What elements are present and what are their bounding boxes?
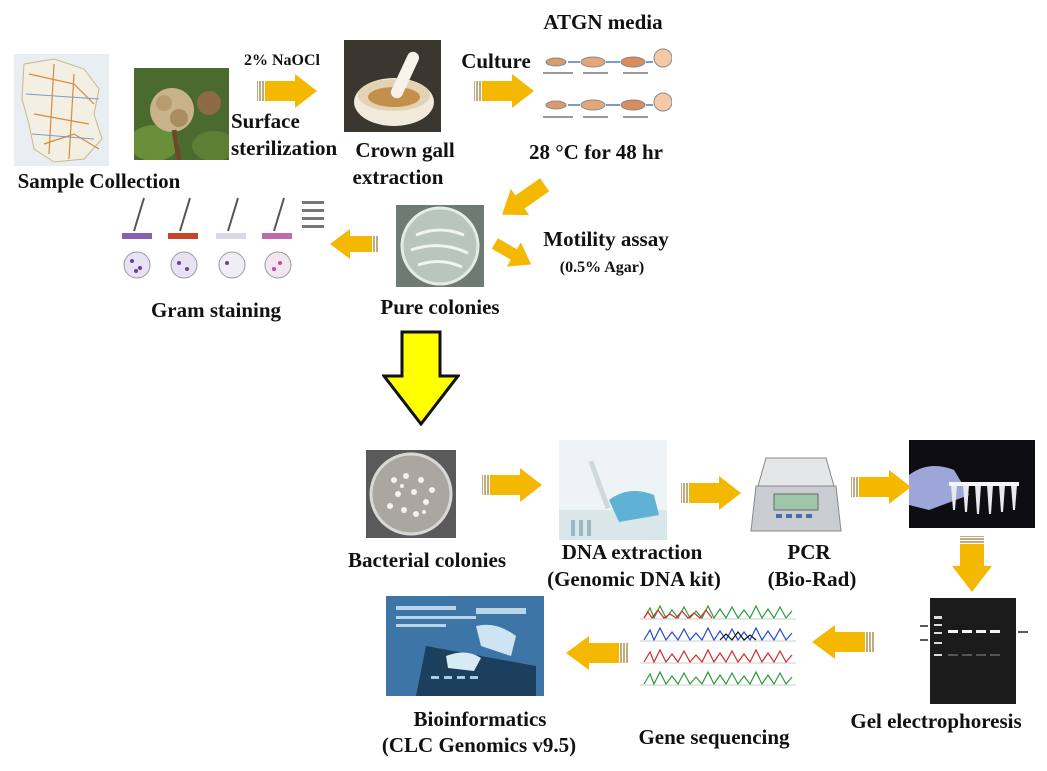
label-bio-rad: (Bio-Rad)	[767, 567, 857, 591]
label-gram-staining: Gram staining	[150, 298, 282, 322]
label-motility-assay: Motility assay	[543, 227, 669, 251]
sample-map-image	[14, 54, 109, 166]
gel-electrophoresis-image	[918, 596, 1030, 706]
gene-sequencing-image	[640, 602, 796, 692]
arrow-sterilization	[257, 74, 317, 108]
bacterial-colonies-image	[366, 450, 456, 538]
arrow-bacterial-to-dna	[482, 468, 542, 502]
label-pcr: PCR	[787, 540, 831, 564]
label-agar: (0.5% Agar)	[559, 259, 645, 276]
label-clc-genomics: (CLC Genomics v9.5)	[381, 733, 577, 757]
mortar-pestle-image	[344, 40, 441, 132]
arrow-dna-to-pcr	[681, 476, 741, 510]
arrow-tubes-to-gel	[952, 536, 992, 592]
label-sample-collection: Sample Collection	[17, 169, 181, 193]
arrow-gram-staining	[330, 229, 378, 259]
label-genomic-kit: (Genomic DNA kit)	[547, 567, 721, 591]
arrow-pcr-to-tubes	[851, 470, 911, 504]
label-dna-extraction: DNA extraction	[561, 540, 703, 564]
label-gel-electrophoresis: Gel electrophoresis	[850, 709, 1022, 733]
arrow-motility	[491, 238, 532, 267]
label-gene-sequencing: Gene sequencing	[638, 725, 790, 749]
arrow-gel-to-sequencing	[812, 625, 874, 659]
arrow-culture	[474, 74, 534, 108]
label-extraction: extraction	[352, 165, 444, 189]
label-bacterial-colonies: Bacterial colonies	[347, 548, 507, 572]
arrow-sequencing-to-bioinf	[566, 636, 628, 670]
label-crown-gall: Crown gall	[355, 138, 455, 162]
crown-gall-plant-image	[134, 68, 229, 160]
label-sterilization: sterilization	[231, 136, 338, 160]
pcr-tubes-image	[909, 440, 1035, 528]
bioinformatics-image	[386, 596, 544, 696]
pcr-machine-image	[746, 446, 846, 538]
big-down-arrow	[382, 330, 460, 426]
label-atgn-media: ATGN media	[543, 10, 663, 34]
dna-extraction-image	[559, 440, 667, 540]
pure-colonies-image	[396, 205, 484, 287]
label-naocl: 2% NaOCl	[244, 52, 320, 69]
label-bioinformatics: Bioinformatics	[413, 707, 547, 731]
arrow-to-pure-colonies	[501, 178, 550, 216]
label-pure-colonies: Pure colonies	[380, 295, 500, 319]
label-culture: Culture	[461, 49, 531, 73]
gram-staining-image	[112, 193, 328, 293]
label-surface: Surface	[231, 109, 300, 133]
atgn-media-image	[538, 40, 672, 130]
label-temp-time: 28 °C for 48 hr	[529, 140, 663, 164]
